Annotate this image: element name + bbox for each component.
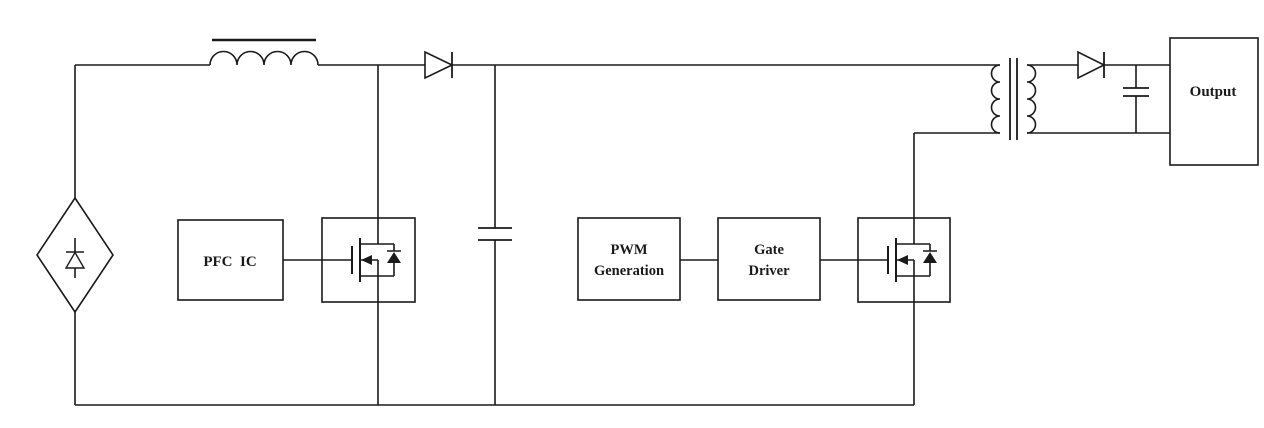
pwm-generation-box-outline [577, 217, 681, 301]
transformer-primary-coil [990, 64, 1001, 134]
pwm-generation-box: PWM Generation [577, 217, 681, 301]
switching-body-diode-leads [923, 244, 937, 276]
transformer-core [1009, 58, 1018, 140]
gate-driver-label-line2: Driver [748, 263, 790, 279]
output-diode-triangle [1077, 50, 1106, 80]
output-label: Output [1190, 84, 1237, 100]
pwm-generation-label-line2: Generation [594, 263, 664, 279]
output-box-outline [1169, 37, 1259, 166]
boost-diode-symbol [424, 50, 454, 80]
inductor-coil [209, 50, 319, 66]
output-diode-symbol [1077, 50, 1106, 80]
pfc-mosfet-symbol [321, 217, 416, 303]
switching-mosfet-box-outline [857, 217, 951, 303]
output-box: Output [1169, 37, 1259, 166]
pfc-body-diode-triangle [387, 252, 401, 263]
output-capacitor-symbol [1123, 87, 1149, 97]
pfc-ic-box-outline [177, 219, 284, 301]
switching-mosfet-symbol [857, 217, 951, 303]
bulk-capacitor-plates [478, 227, 512, 241]
pfc-body-diode-leads [387, 244, 401, 276]
pfc-mosfet-box-outline [321, 217, 416, 303]
wires [74, 64, 1170, 406]
gate-driver-box: Gate Driver [717, 217, 821, 301]
bridge-rectifier-symbol [36, 196, 114, 314]
switching-body-diode-triangle [923, 252, 937, 263]
wire-mosfet-to-primary [913, 132, 1000, 405]
pfc-ic-box: PFC IC [177, 219, 284, 301]
bulk-capacitor-symbol [478, 227, 512, 241]
pfc-ic-label: PFC IC [203, 254, 256, 270]
gate-driver-label-line1: Gate [754, 242, 784, 258]
pfc-mosfet-arrow [361, 255, 372, 265]
gate-driver-box-outline [717, 217, 821, 301]
switching-mosfet-arrow [897, 255, 908, 265]
pwm-generation-label-line1: PWM [610, 242, 647, 258]
transformer-symbol [990, 58, 1037, 140]
output-capacitor-plates [1123, 87, 1149, 97]
bridge-diode-triangle [64, 251, 86, 269]
transformer-secondary-coil [1026, 64, 1037, 134]
boost-diode-triangle [424, 50, 454, 80]
boost-inductor-symbol [209, 38, 319, 66]
